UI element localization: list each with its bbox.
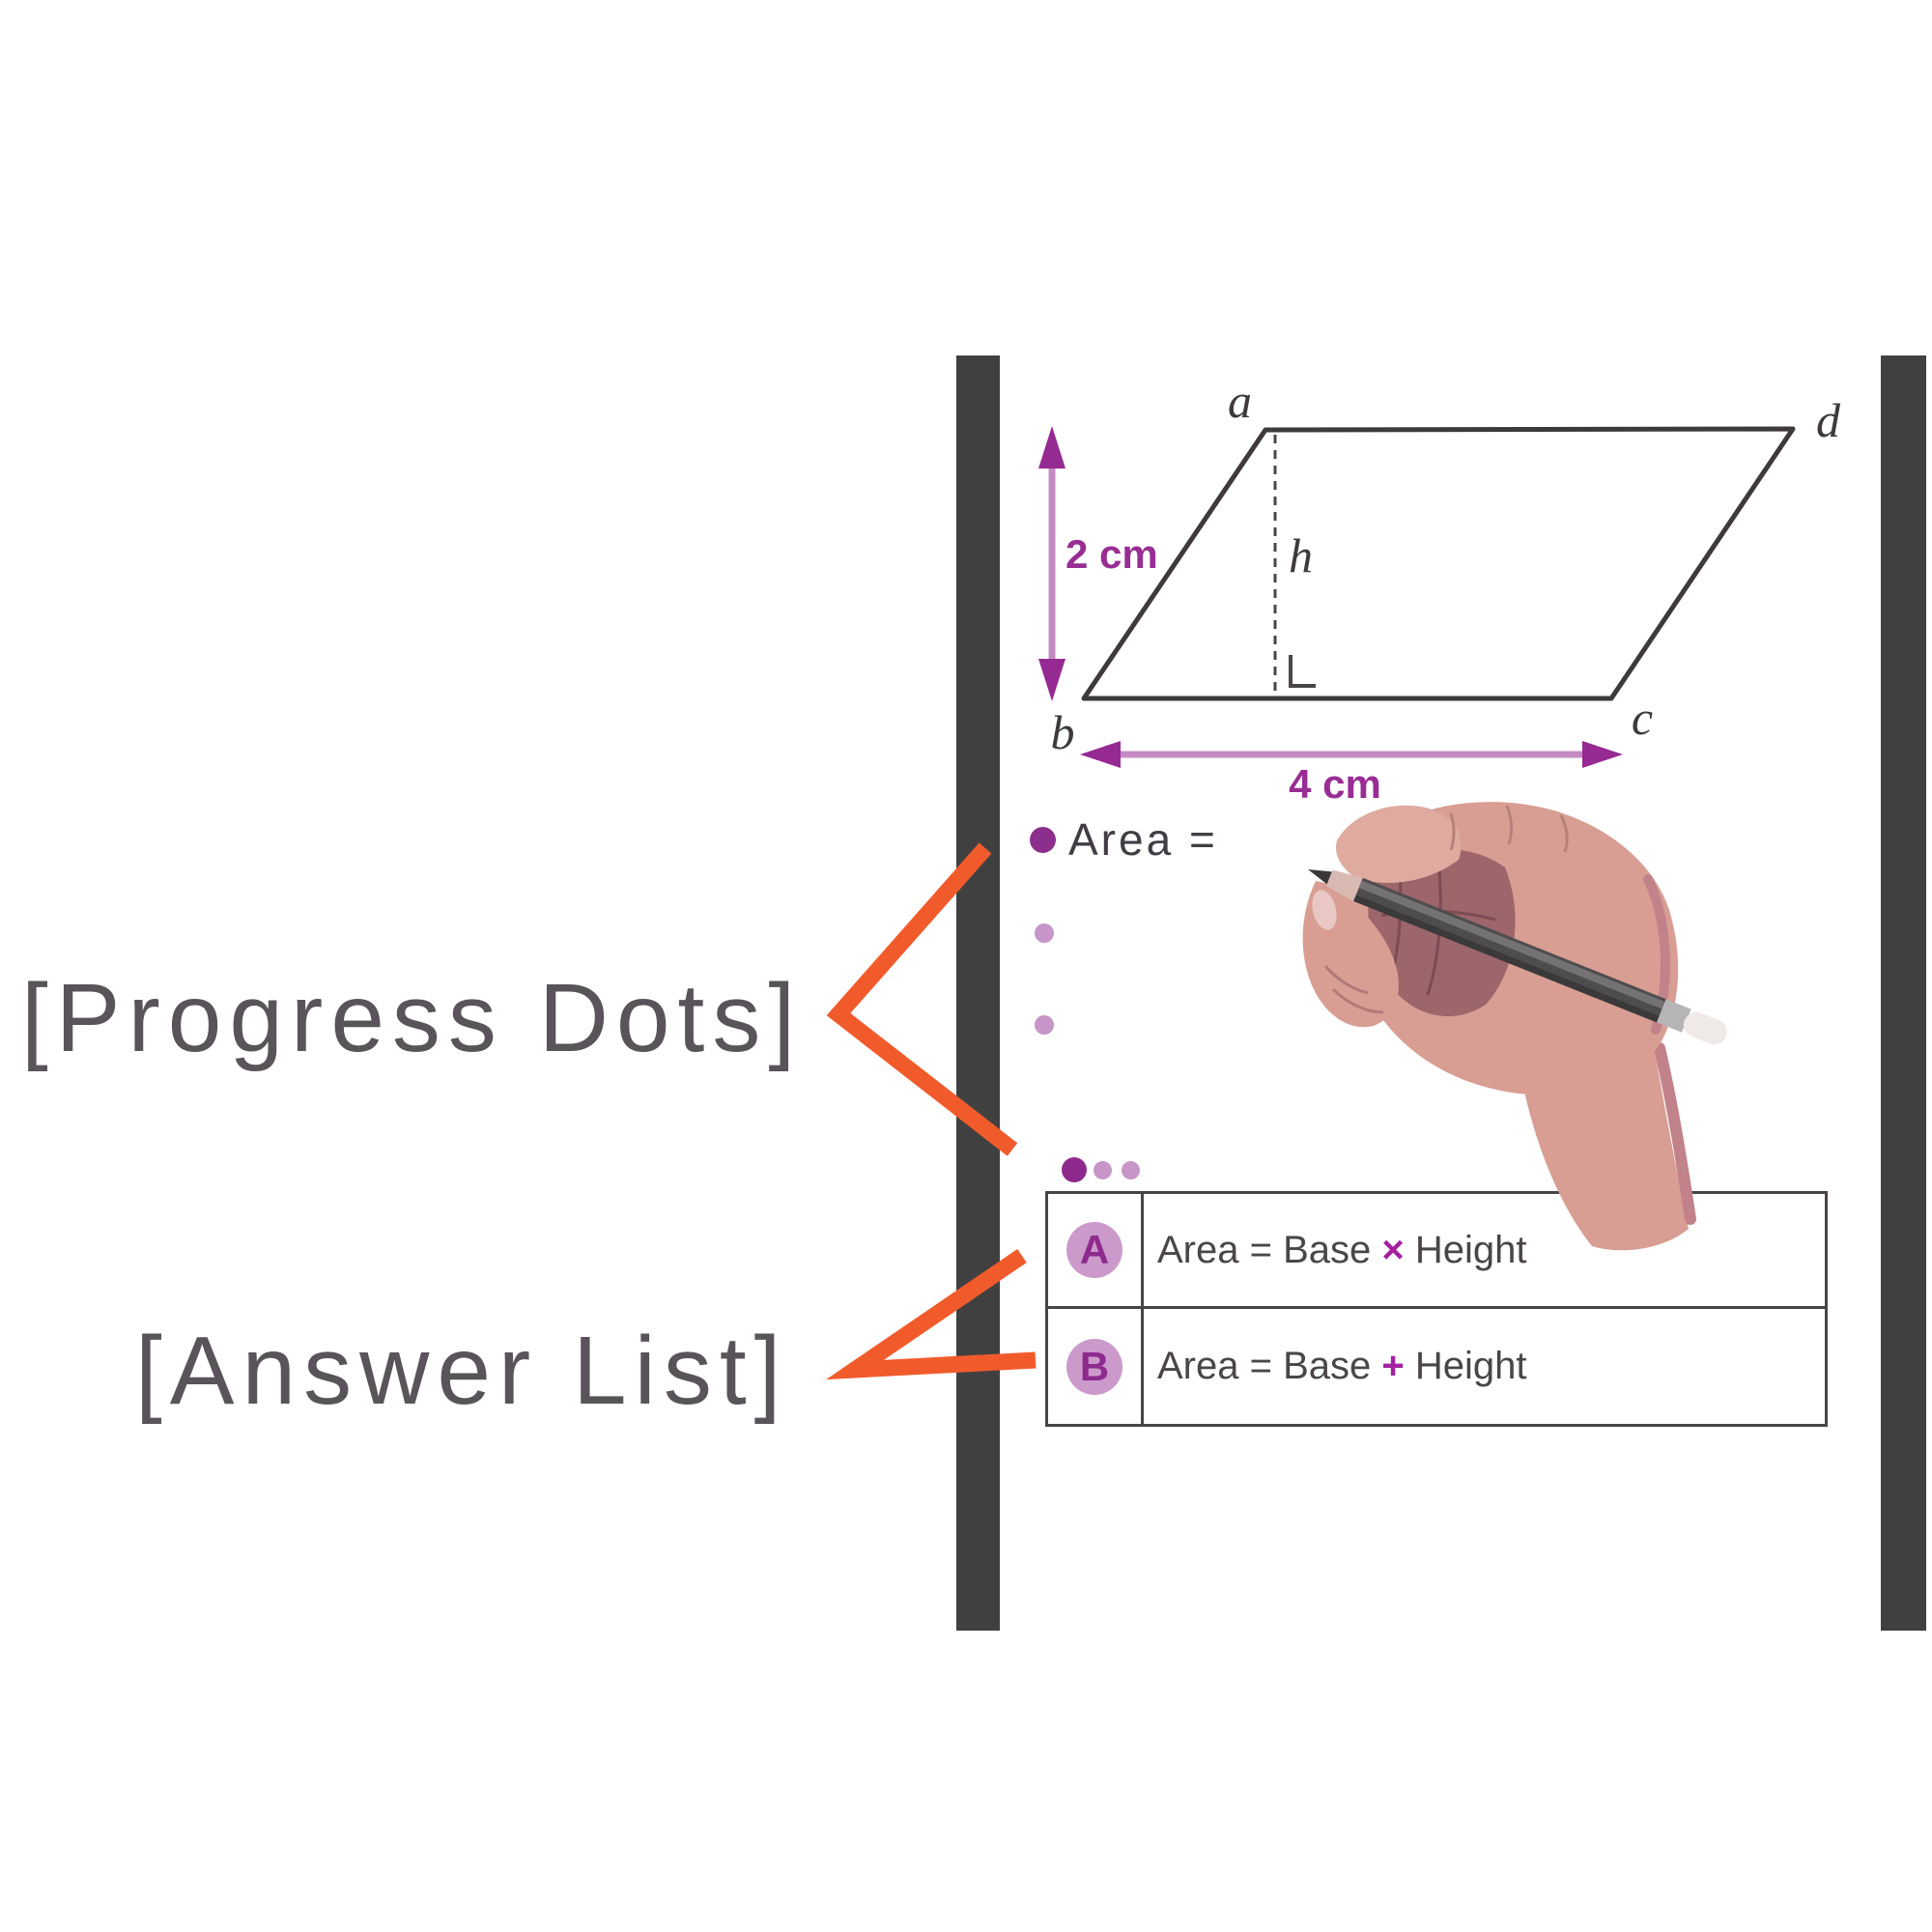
hand-pencil-illustration <box>1302 802 1727 1251</box>
current-step-dot-icon <box>1030 826 1056 853</box>
finger-creases <box>1380 851 1496 996</box>
base-measure-label: 4 cm <box>1289 761 1381 807</box>
vertex-label-d: d <box>1816 393 1841 447</box>
question-prompt-text: Area = <box>1068 814 1218 865</box>
option-b-badge[interactable]: B <box>1066 1338 1122 1395</box>
pencil-graphite-tip <box>1308 869 1332 885</box>
pencil-ferrule <box>1656 999 1691 1033</box>
pencil-eraser <box>1684 1011 1727 1045</box>
pencil-body <box>1353 877 1666 1023</box>
side-measure-label: 2 cm <box>1065 531 1158 577</box>
option-a-formula[interactable]: Area = Base × Height <box>1144 1194 1825 1306</box>
index-finger <box>1335 805 1462 883</box>
formula-operator: + <box>1381 1345 1405 1387</box>
thumb-nail <box>1312 890 1337 930</box>
finger-shadow-pocket <box>1368 848 1516 1017</box>
thumb <box>1302 881 1399 1028</box>
answer-list-annotation-label: [Answer List] <box>135 1317 789 1425</box>
pencil-body-highlight <box>1358 880 1665 1009</box>
fist <box>1350 802 1679 1095</box>
formula-post: Height <box>1404 1228 1527 1271</box>
answer-list-connector-line <box>826 1248 1037 1380</box>
vertex-label-b: b <box>1051 705 1075 759</box>
pencil-body-shadow <box>1353 895 1660 1023</box>
progress-dot <box>1035 1015 1054 1035</box>
answer-option-b[interactable]: B Area = Base + Height <box>1048 1309 1825 1424</box>
progress-dot-current <box>1062 1157 1087 1182</box>
right-wall-bar <box>1881 355 1926 1631</box>
left-wall-bar <box>956 355 1000 1631</box>
hand-shading <box>1643 874 1670 1035</box>
answer-letter-cell[interactable]: B <box>1048 1309 1144 1424</box>
progress-dots-annotation-label: [Progress Dots] <box>21 964 804 1072</box>
formula-post: Height <box>1404 1345 1527 1387</box>
progress-dot <box>1035 923 1054 943</box>
right-angle-mark <box>1289 655 1316 688</box>
thumb-creases <box>1323 965 1384 1014</box>
option-a-badge[interactable]: A <box>1066 1222 1122 1278</box>
progress-dots-connector-line <box>826 842 1018 1156</box>
vertex-label-c: c <box>1632 691 1653 745</box>
vertex-label-a: a <box>1228 374 1252 428</box>
option-b-formula[interactable]: Area = Base + Height <box>1144 1309 1825 1424</box>
horizontal-dimension-arrow <box>1080 741 1623 768</box>
formula-operator: × <box>1381 1228 1405 1271</box>
answer-option-a[interactable]: A Area = Base × Height <box>1048 1194 1825 1309</box>
knuckle-creases <box>1449 805 1569 853</box>
vertical-dimension-arrow <box>1038 426 1065 701</box>
pencil-wood <box>1325 869 1363 901</box>
height-symbol-label: h <box>1289 528 1313 582</box>
question-prompt-line: Area = <box>1030 814 1218 865</box>
progress-dot <box>1094 1161 1112 1179</box>
formula-pre: Area = Base <box>1157 1228 1382 1271</box>
parallelogram-outline <box>1081 426 1796 701</box>
pencil-icon <box>1308 869 1727 1045</box>
answer-list: A Area = Base × Height B Area = Base + H… <box>1045 1191 1828 1427</box>
progress-dot <box>1122 1161 1140 1179</box>
answer-letter-cell[interactable]: A <box>1048 1194 1144 1306</box>
formula-pre: Area = Base <box>1157 1345 1382 1387</box>
